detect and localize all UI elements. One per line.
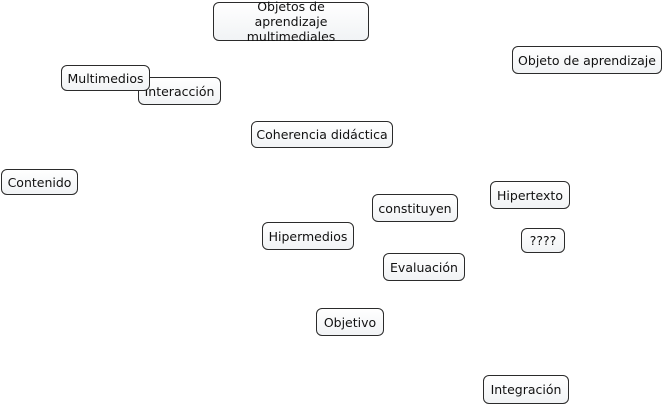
concept-objetivo[interactable]: Objetivo — [316, 308, 384, 336]
concept-coherencia-didactica[interactable]: Coherencia didáctica — [251, 121, 393, 148]
concept-objeto-de-aprendizaje[interactable]: Objeto de aprendizaje — [512, 46, 662, 74]
concept-integracion[interactable]: Integración — [483, 375, 569, 404]
linking-phrase-constituyen[interactable]: constituyen — [372, 194, 458, 222]
concept-objetos-de-aprendizaje-multimediales[interactable]: Objetos de aprendizaje multimediales — [213, 0, 369, 44]
concept-interaccion[interactable]: Interacción — [138, 77, 221, 105]
concept-contenido[interactable]: Contenido — [1, 169, 78, 195]
concept-unknown[interactable]: ???? — [521, 228, 565, 253]
concept-hipertexto[interactable]: Hipertexto — [490, 181, 570, 209]
concept-hipermedios[interactable]: Hipermedios — [262, 222, 354, 250]
concept-evaluacion[interactable]: Evaluación — [383, 253, 465, 281]
concept-multimedios[interactable]: Multimedios — [61, 65, 150, 91]
